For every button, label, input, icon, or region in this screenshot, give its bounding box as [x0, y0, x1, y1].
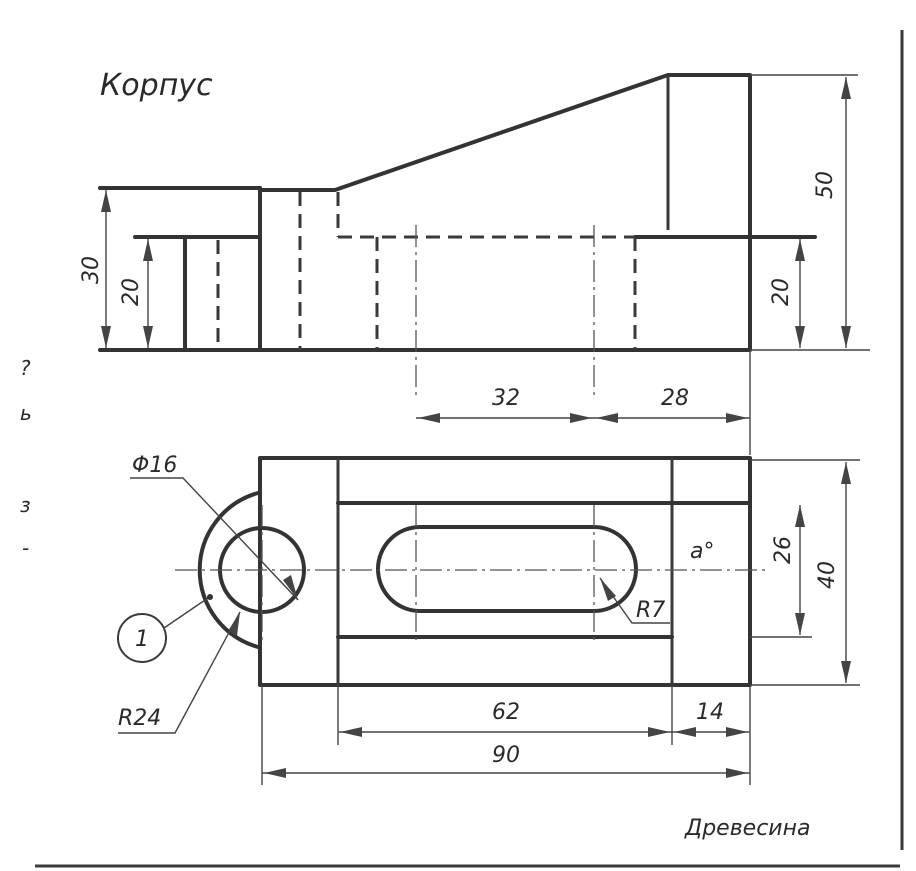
- dim-arrow: [418, 413, 440, 423]
- dim-arrow: [264, 768, 286, 778]
- dim-label-slot-width: 26: [771, 536, 796, 564]
- dim-label-slot-length: 32: [492, 386, 520, 411]
- margin-mark: ?: [20, 356, 31, 380]
- dim-label-right-length: 14: [696, 700, 724, 725]
- dim-label-right-offset: 28: [661, 386, 689, 411]
- leader-line: [130, 477, 299, 601]
- front-view: 30 20 50 20: [79, 73, 870, 400]
- dim-arrow: [795, 505, 805, 527]
- dim-label-boss-radius: R24: [118, 706, 161, 731]
- dim-label-middle-length: 62: [492, 700, 520, 725]
- dim-arrow: [726, 413, 748, 423]
- dim-arrow: [570, 413, 592, 423]
- leader-line: [118, 611, 241, 734]
- dim-arrow: [841, 661, 851, 683]
- dim-arrow: [228, 612, 240, 636]
- material-label: Древесина: [684, 816, 810, 841]
- part-callout-number: 1: [135, 627, 149, 652]
- dim-arrow: [101, 326, 111, 348]
- dim-arrow: [726, 727, 748, 737]
- leader-line: [163, 597, 209, 629]
- dim-arrow: [340, 727, 362, 737]
- dim-arrow: [596, 413, 618, 423]
- dim-label-length-total: 90: [492, 743, 520, 768]
- drawing-title: Корпус: [100, 68, 213, 103]
- dim-label-hole-diameter: Φ16: [132, 453, 177, 478]
- dim-arrow: [648, 727, 670, 737]
- dim-arrow: [795, 326, 805, 348]
- dim-label-height-right: 20: [769, 278, 794, 306]
- dim-label-width-total: 40: [815, 561, 840, 589]
- front-view-outline: [98, 73, 752, 352]
- top-view: 32 28 Φ16 R24 R7 a° 1 26 40: [117, 350, 860, 785]
- dim-arrow: [841, 326, 851, 348]
- margin-mark: -: [22, 536, 29, 560]
- leader-dot: [207, 594, 213, 600]
- dim-arrow: [283, 575, 298, 600]
- dim-label-front-height-total: 30: [79, 256, 104, 284]
- dim-arrow: [841, 462, 851, 484]
- margin-mark: з: [20, 493, 31, 517]
- boss-arc: [197, 491, 260, 649]
- dim-arrow: [841, 77, 851, 99]
- dim-arrow: [600, 578, 616, 601]
- part-callout-circle: [117, 613, 167, 663]
- dim-arrow: [795, 613, 805, 635]
- dim-label-front-height-base: 20: [119, 278, 144, 306]
- dim-arrow: [143, 326, 153, 348]
- dim-arrow: [795, 239, 805, 261]
- dim-label-height-total: 50: [813, 171, 838, 199]
- dim-arrow: [101, 190, 111, 212]
- top-view-outline: [258, 456, 752, 687]
- dim-arrow: [674, 727, 696, 737]
- surface-mark: a°: [690, 539, 714, 564]
- margin-mark: ь: [20, 401, 32, 425]
- dim-arrow: [726, 768, 748, 778]
- dim-label-slot-radius: R7: [636, 598, 665, 623]
- dim-arrow: [143, 239, 153, 261]
- slot-outline: [376, 525, 638, 613]
